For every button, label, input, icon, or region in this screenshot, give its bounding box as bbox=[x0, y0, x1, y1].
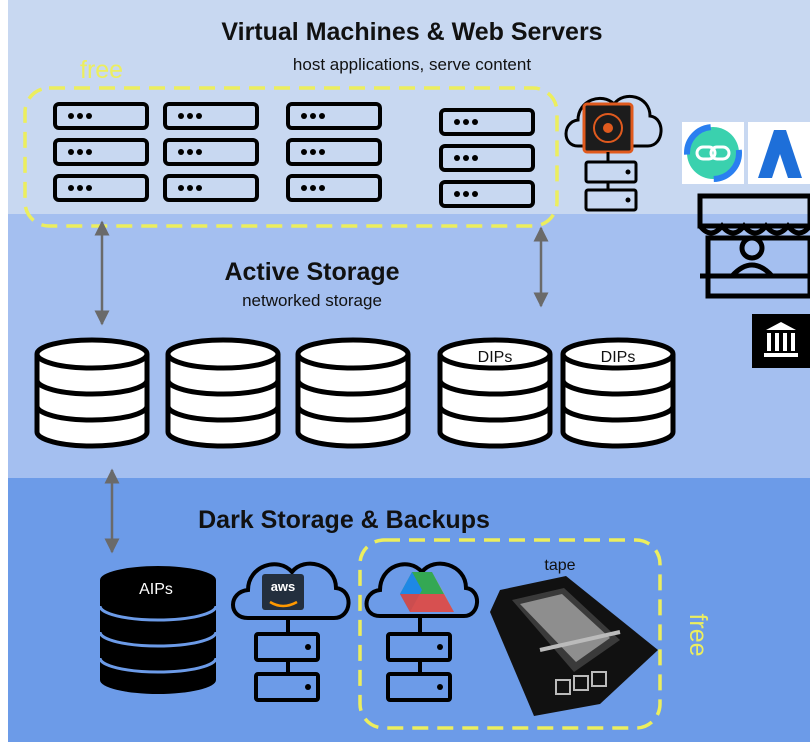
server-rack-icon bbox=[439, 108, 535, 208]
dark-storage-title: Dark Storage & Backups bbox=[198, 506, 490, 534]
tape-cartridge-icon bbox=[490, 576, 658, 716]
database-icon bbox=[295, 337, 411, 449]
active-storage-title: Active Storage bbox=[224, 258, 399, 286]
vm-layer-title: Virtual Machines & Web Servers bbox=[221, 18, 602, 46]
tape-label: tape bbox=[544, 557, 575, 574]
dips-label-1: DIPs bbox=[478, 349, 513, 366]
vm-layer-subtitle: host applications, serve content bbox=[293, 55, 531, 74]
chain-link-glyph bbox=[684, 124, 742, 182]
aws-label: aws bbox=[271, 579, 296, 594]
storefront-kiosk-icon bbox=[697, 193, 810, 299]
database-icon bbox=[165, 337, 281, 449]
a-logo-glyph bbox=[758, 130, 802, 178]
aips-label: AIPs bbox=[139, 581, 173, 598]
google-drive-cloud-server-icon bbox=[364, 561, 479, 702]
vm-free-region bbox=[23, 86, 559, 228]
server-rack-icon bbox=[286, 102, 382, 202]
server-rack-icon bbox=[163, 102, 259, 202]
aips-database-icon bbox=[98, 566, 218, 694]
aws-cloud-server-icon bbox=[231, 561, 351, 702]
server-rack-icon bbox=[53, 102, 149, 202]
active-storage-subtitle: networked storage bbox=[242, 291, 382, 310]
dips-database-icon bbox=[437, 337, 553, 449]
museum-glyph bbox=[764, 322, 798, 357]
database-icon bbox=[34, 337, 150, 449]
cloud-server-icon bbox=[564, 94, 663, 212]
dips-database-icon bbox=[560, 337, 676, 449]
dark-free-region bbox=[358, 538, 662, 730]
vm-layer-band bbox=[8, 0, 810, 214]
dips-label-2: DIPs bbox=[601, 349, 636, 366]
vm-free-label: free bbox=[80, 56, 123, 84]
dark-free-label: free bbox=[684, 613, 712, 656]
